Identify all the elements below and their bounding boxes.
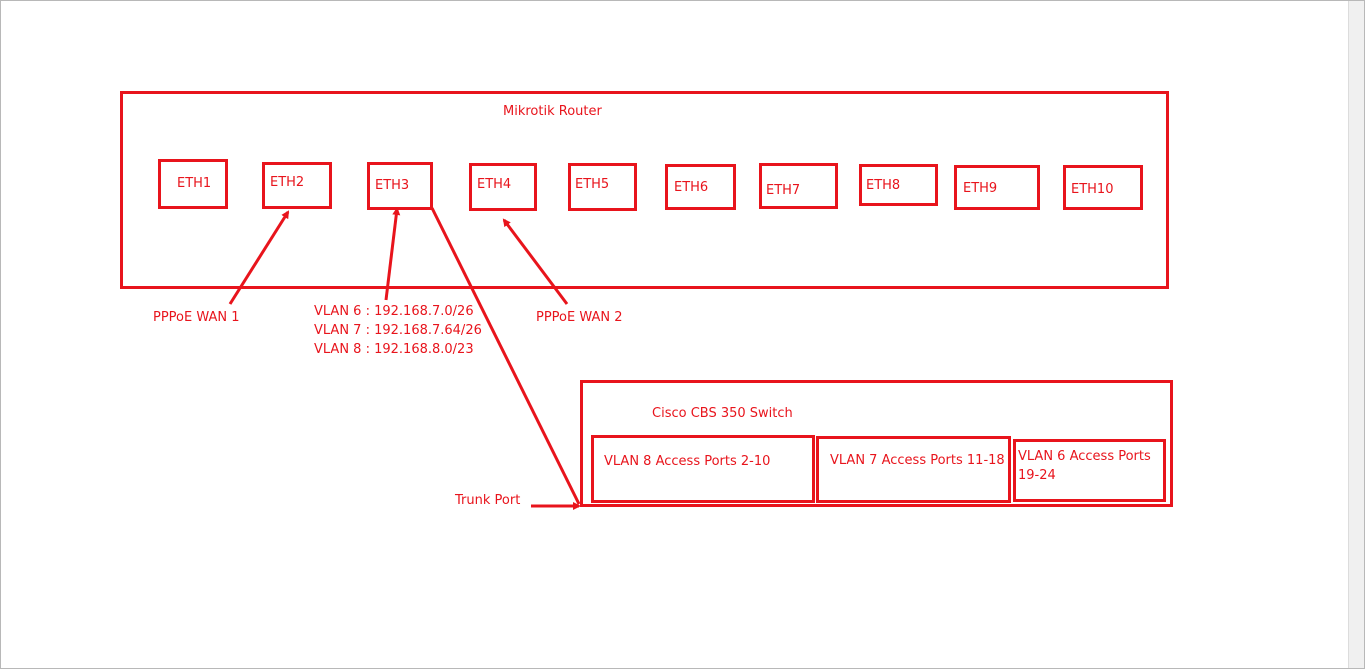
wan1-arrow (228, 210, 290, 305)
wan2-arrow (502, 218, 569, 305)
router-box (120, 91, 1169, 289)
vlan7-label: VLAN 7 : 192.168.7.64/26 (314, 323, 482, 338)
vlan8-group-label: VLAN 8 Access Ports 2-10 (604, 454, 771, 469)
vlan6-group-label: VLAN 6 Access Ports 19-24 (1018, 449, 1151, 483)
port-eth2: ETH2 (262, 162, 332, 209)
eth3-trunk-line (430, 207, 581, 505)
port-eth8: ETH8 (859, 164, 938, 206)
port-label: ETH2 (270, 175, 305, 190)
port-label: ETH1 (177, 176, 212, 191)
port-eth5: ETH5 (568, 163, 637, 211)
vlan8-label: VLAN 8 : 192.168.8.0/23 (314, 342, 474, 357)
port-eth9: ETH9 (954, 165, 1040, 210)
trunk-port-label: Trunk Port (455, 493, 521, 508)
vlan6-label: VLAN 6 : 192.168.7.0/26 (314, 304, 474, 319)
port-eth7: ETH7 (759, 163, 838, 209)
port-label: ETH8 (866, 178, 901, 193)
wan1-label: PPPoE WAN 1 (153, 310, 240, 325)
vertical-scrollbar[interactable] (1348, 1, 1364, 668)
port-label: ETH10 (1071, 182, 1114, 197)
port-label: ETH7 (766, 183, 801, 198)
vlan7-group: VLAN 7 Access Ports 11-18 (816, 436, 1011, 503)
vlan8-group: VLAN 8 Access Ports 2-10 (591, 435, 815, 503)
port-label: ETH5 (575, 177, 610, 192)
port-label: ETH6 (674, 180, 709, 195)
switch-box (580, 380, 1173, 507)
vlan6-group: VLAN 6 Access Ports 19-24 (1013, 439, 1166, 502)
port-eth10: ETH10 (1063, 165, 1143, 210)
port-eth4: ETH4 (469, 163, 537, 211)
switch-title: Cisco CBS 350 Switch (652, 406, 793, 421)
port-label: ETH3 (375, 178, 410, 193)
vlan-arrow (384, 207, 401, 301)
wan2-label: PPPoE WAN 2 (536, 310, 623, 325)
vlan7-group-label: VLAN 7 Access Ports 11-18 (830, 453, 1005, 468)
port-eth1: ETH1 (158, 159, 228, 209)
port-label: ETH4 (477, 177, 512, 192)
router-title: Mikrotik Router (503, 104, 602, 119)
port-label: ETH9 (963, 181, 998, 196)
port-eth6: ETH6 (665, 164, 736, 210)
